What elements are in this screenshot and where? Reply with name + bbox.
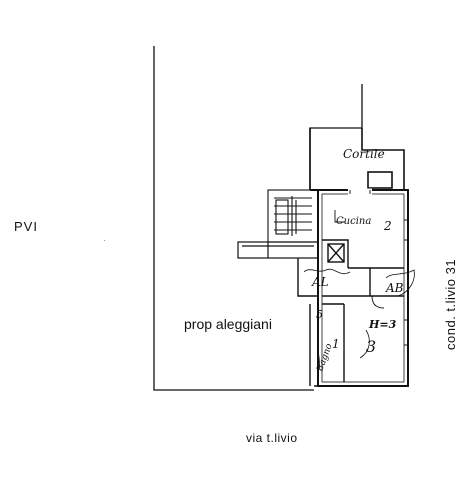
label-room-3: 3 — [366, 337, 376, 356]
label-room-h: H=3 — [368, 318, 397, 331]
label-room-2: 2 — [383, 219, 392, 233]
label-code-al: AL — [311, 275, 329, 289]
label-room-1: 1 — [332, 337, 340, 351]
stray-dot — [104, 240, 105, 241]
balcony — [237, 241, 319, 259]
label-code-ab: AB — [385, 281, 404, 295]
label-pvi: PVI — [14, 219, 38, 234]
label-prop-aleggiani: prop aleggiani — [184, 316, 272, 332]
openings — [334, 188, 408, 346]
label-via-livio: via t.livio — [246, 431, 298, 445]
hand-marks — [303, 268, 415, 373]
label-cond-livio: cond. t.livio 31 — [443, 259, 458, 350]
stairwell — [267, 189, 319, 243]
label-room-5: 5 — [316, 308, 323, 321]
label-cortile: Cortile — [343, 147, 385, 161]
courtyard-walls — [309, 128, 405, 190]
label-cucina: Cucina — [336, 216, 371, 227]
internal-partitions — [297, 239, 404, 387]
property-outline — [153, 46, 363, 391]
